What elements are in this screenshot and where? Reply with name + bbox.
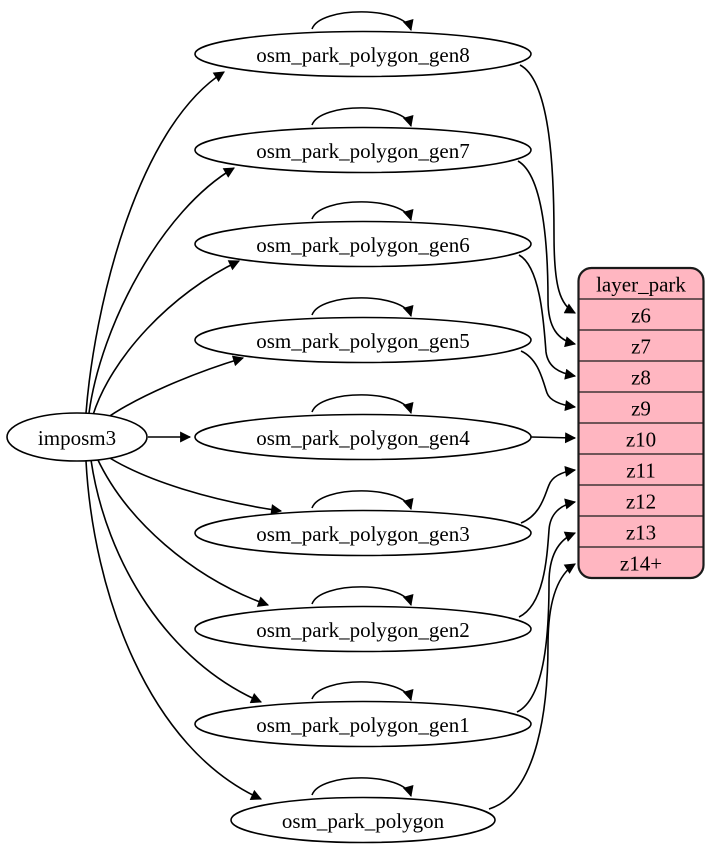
- polygon-label: osm_park_polygon: [282, 809, 445, 833]
- node-osm-park-polygon-gen8: osm_park_polygon_gen8: [194, 30, 532, 78]
- edge-gen6-to-z8: [518, 254, 577, 380]
- edge-imposm3-to-gen2: [96, 457, 270, 607]
- edge-imposm3-to-gen7: [88, 167, 235, 414]
- self-loop-gen4: [311, 394, 414, 415]
- gen6-label: osm_park_polygon_gen6: [256, 233, 469, 257]
- layer-park-title: layer_park: [596, 273, 686, 297]
- self-loop-gen8: [311, 11, 414, 32]
- edge-imposm3-to-gen1: [90, 459, 263, 704]
- table-layer-park: layer_park z6 z7 z8 z9 z10 z11 z12 z13 z…: [577, 266, 705, 580]
- edge-gen2-to-z12: [518, 498, 577, 618]
- edge-gen3-to-z11: [520, 465, 577, 524]
- self-loop-gen5: [311, 297, 414, 318]
- edge-gen4-to-z10: [530, 432, 577, 444]
- gen1-ellipse: [194, 700, 532, 748]
- gen5-label: osm_park_polygon_gen5: [256, 329, 469, 353]
- self-loop-polygon: [311, 777, 414, 798]
- gen5-ellipse: [194, 316, 532, 364]
- table-row-z7: z7: [631, 335, 651, 359]
- self-loop-gen6: [311, 201, 414, 222]
- gen4-ellipse: [194, 413, 532, 461]
- gen1-label: osm_park_polygon_gen1: [256, 713, 469, 737]
- imposm3-ellipse: [6, 412, 148, 462]
- node-osm-park-polygon-gen5: osm_park_polygon_gen5: [194, 316, 532, 364]
- self-loop-gen7: [311, 107, 414, 128]
- node-osm-park-polygon-gen7: osm_park_polygon_gen7: [194, 126, 532, 174]
- node-osm-park-polygon-gen6: osm_park_polygon_gen6: [194, 220, 532, 268]
- node-osm-park-polygon-gen2: osm_park_polygon_gen2: [194, 605, 532, 653]
- edge-gen7-to-z7: [517, 160, 577, 348]
- node-osm-park-polygon-gen1: osm_park_polygon_gen1: [194, 700, 532, 748]
- node-osm-park-polygon-gen3: osm_park_polygon_gen3: [194, 509, 532, 557]
- edge-gen8-to-z6: [519, 64, 576, 314]
- edge-imposm3-to-gen5: [103, 355, 245, 421]
- edges-tables-to-layer: [488, 64, 577, 810]
- node-osm-park-polygon: osm_park_polygon: [230, 796, 496, 844]
- gen8-label: osm_park_polygon_gen8: [256, 43, 469, 67]
- gen8-ellipse: [194, 30, 532, 78]
- table-row-z10: z10: [626, 428, 656, 452]
- gen7-ellipse: [194, 126, 532, 174]
- node-imposm3: imposm3: [6, 412, 148, 462]
- gen3-label: osm_park_polygon_gen3: [256, 522, 469, 546]
- table-row-z14plus: z14+: [620, 552, 662, 576]
- table-row-z9: z9: [631, 397, 651, 421]
- edge-polygon-to-z14plus: [488, 563, 576, 810]
- self-loop-gen1: [311, 681, 414, 702]
- self-loop-edges: [311, 11, 414, 798]
- edges-imposm3-to-tables: [85, 71, 283, 800]
- edge-imposm3-to-gen3: [104, 454, 283, 515]
- table-row-z8: z8: [631, 366, 651, 390]
- gen4-label: osm_park_polygon_gen4: [256, 426, 470, 450]
- polygon-ellipse: [230, 796, 496, 844]
- table-row-z13: z13: [626, 521, 656, 545]
- self-loop-gen2: [311, 586, 414, 607]
- table-row-z12: z12: [626, 490, 656, 514]
- edge-imposm3-to-gen8: [85, 71, 225, 414]
- gen3-ellipse: [194, 509, 532, 557]
- imposm3-label: imposm3: [38, 426, 116, 450]
- self-loop-gen3: [311, 490, 414, 511]
- node-osm-park-polygon-gen4: osm_park_polygon_gen4: [194, 413, 532, 461]
- gen2-label: osm_park_polygon_gen2: [256, 618, 469, 642]
- gen2-ellipse: [194, 605, 532, 653]
- edge-gen5-to-z9: [520, 350, 577, 412]
- table-row-z6: z6: [631, 304, 651, 328]
- table-row-z11: z11: [626, 459, 656, 483]
- edge-imposm3-to-gen6: [92, 260, 240, 416]
- gen6-ellipse: [194, 220, 532, 268]
- gen7-label: osm_park_polygon_gen7: [256, 139, 469, 163]
- edge-gen1-to-z13: [516, 531, 577, 713]
- edge-imposm3-to-polygon: [85, 460, 263, 800]
